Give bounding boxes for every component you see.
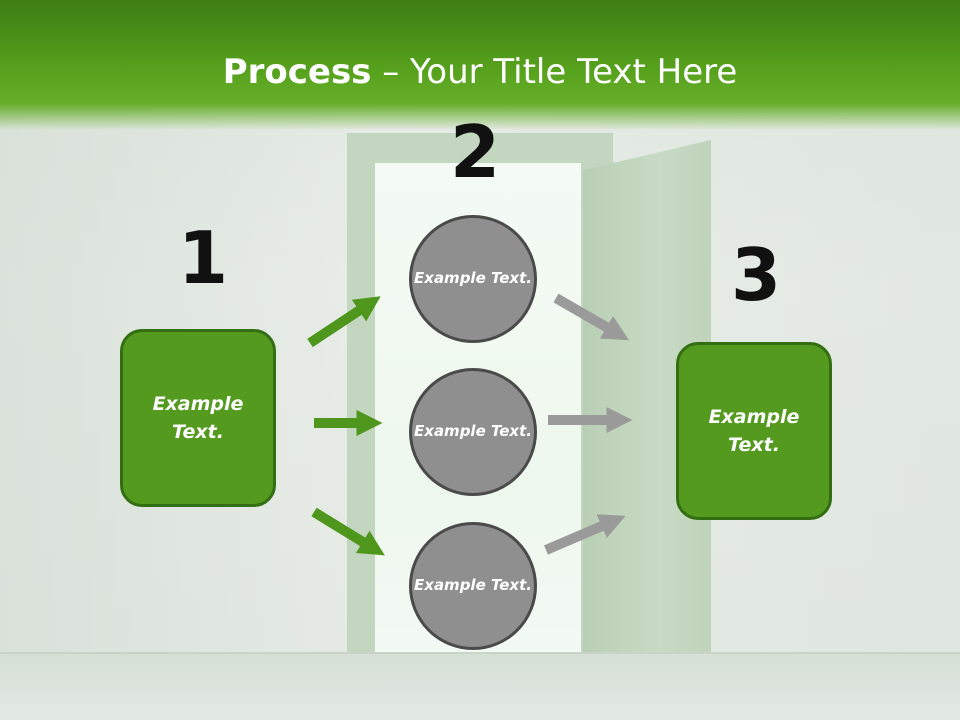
title-bar — [0, 0, 960, 130]
step-2-item-3: Example Text. — [409, 522, 537, 650]
step-1-number: 1 — [178, 216, 229, 300]
title-rest: – Your Title Text Here — [371, 52, 738, 92]
arrow-2a-to-3 — [553, 293, 630, 341]
step-3-box: Example Text. — [676, 342, 832, 520]
step-2-number: 2 — [450, 110, 501, 194]
step-2-item-1: Example Text. — [409, 215, 537, 343]
arrow-1-to-2c — [311, 507, 385, 556]
arrow-1-to-2a — [307, 296, 381, 348]
step-1-box: Example Text. — [120, 329, 276, 507]
slide-title: Process – Your Title Text Here — [0, 52, 960, 92]
arrow-2c-to-3 — [544, 514, 626, 555]
title-bold: Process — [222, 52, 372, 92]
step-2-item-2: Example Text. — [409, 368, 537, 496]
step-3-number: 3 — [731, 233, 782, 317]
floor — [0, 652, 960, 720]
